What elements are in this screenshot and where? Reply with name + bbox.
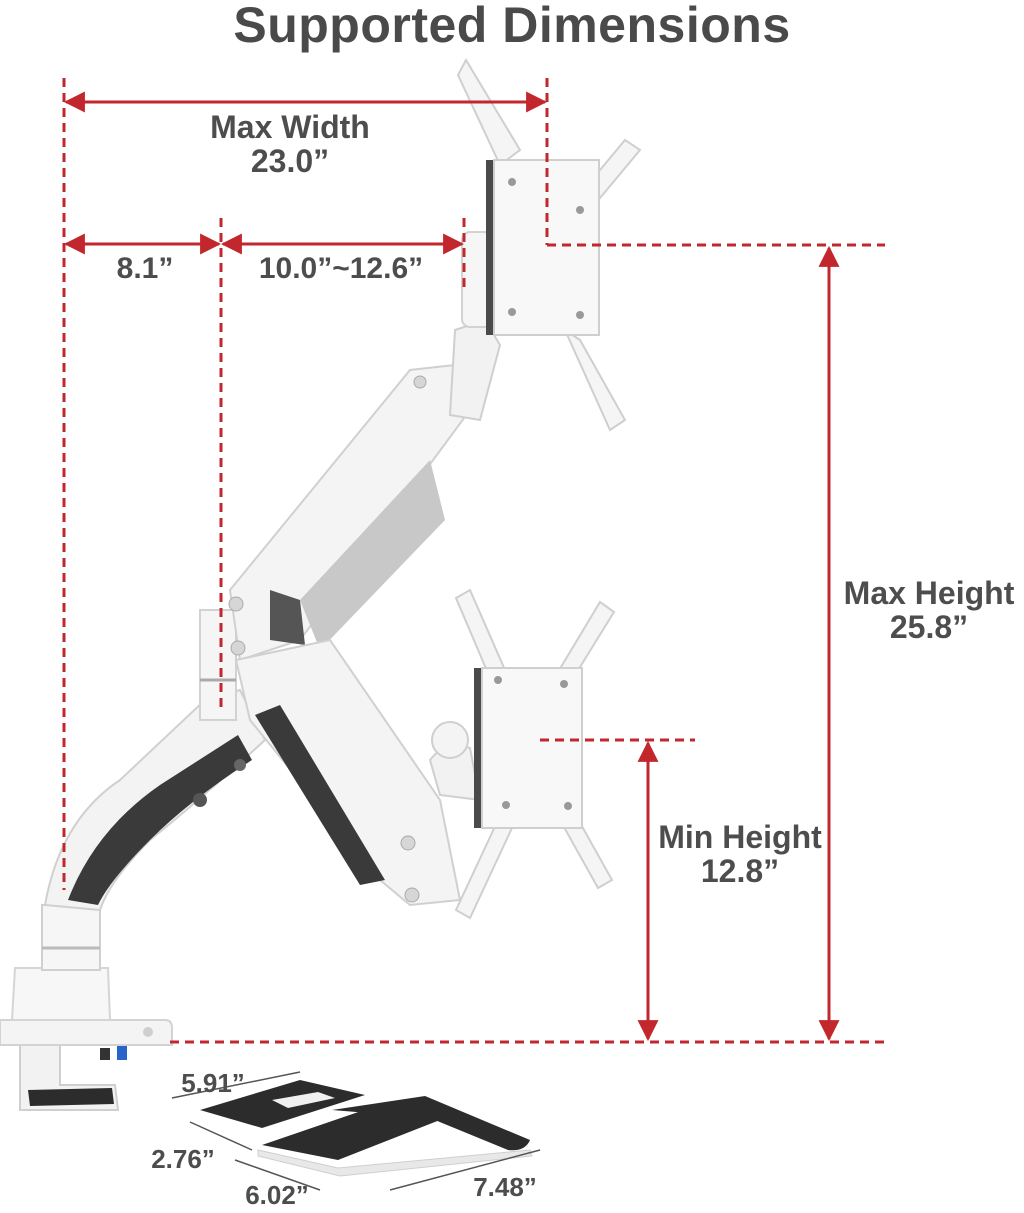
page-title: Supported Dimensions <box>233 0 791 53</box>
base-front-label: 6.02” <box>245 1180 309 1210</box>
min-height-caption: Min Height <box>658 819 822 855</box>
min-height-label: Min Height 12.8” <box>650 820 830 888</box>
base-front-leader <box>234 1159 321 1191</box>
usb-port-icon <box>117 1046 127 1060</box>
base-top-leader <box>171 1071 301 1099</box>
max-height-label: Max Height 25.8” <box>834 576 1024 644</box>
max-height-value: 25.8” <box>889 609 969 645</box>
max-width-label: Max Width 23.0” <box>190 110 390 178</box>
monitor-arm-illustration <box>0 57 642 1177</box>
base-depth-label: 7.48” <box>473 1172 537 1202</box>
base-top-label: 5.91” <box>181 1068 245 1098</box>
base-side-label: 2.76” <box>151 1144 215 1174</box>
max-height-caption: Max Height <box>843 575 1015 611</box>
base-side-leader <box>189 1121 253 1151</box>
extension-label: 10.0”~12.6” <box>258 252 424 285</box>
base-pads <box>200 1080 533 1177</box>
usb-port-icon <box>100 1048 110 1060</box>
vesa-plate-lower <box>454 588 616 920</box>
arm-offset-label: 8.1” <box>116 252 174 285</box>
max-width-caption: Max Width <box>210 109 370 145</box>
max-width-value: 23.0” <box>250 143 330 179</box>
min-height-value: 12.8” <box>700 853 780 889</box>
clamp-base <box>0 967 173 1111</box>
base-depth-leader <box>389 1149 541 1191</box>
vesa-plate-upper <box>456 57 642 432</box>
